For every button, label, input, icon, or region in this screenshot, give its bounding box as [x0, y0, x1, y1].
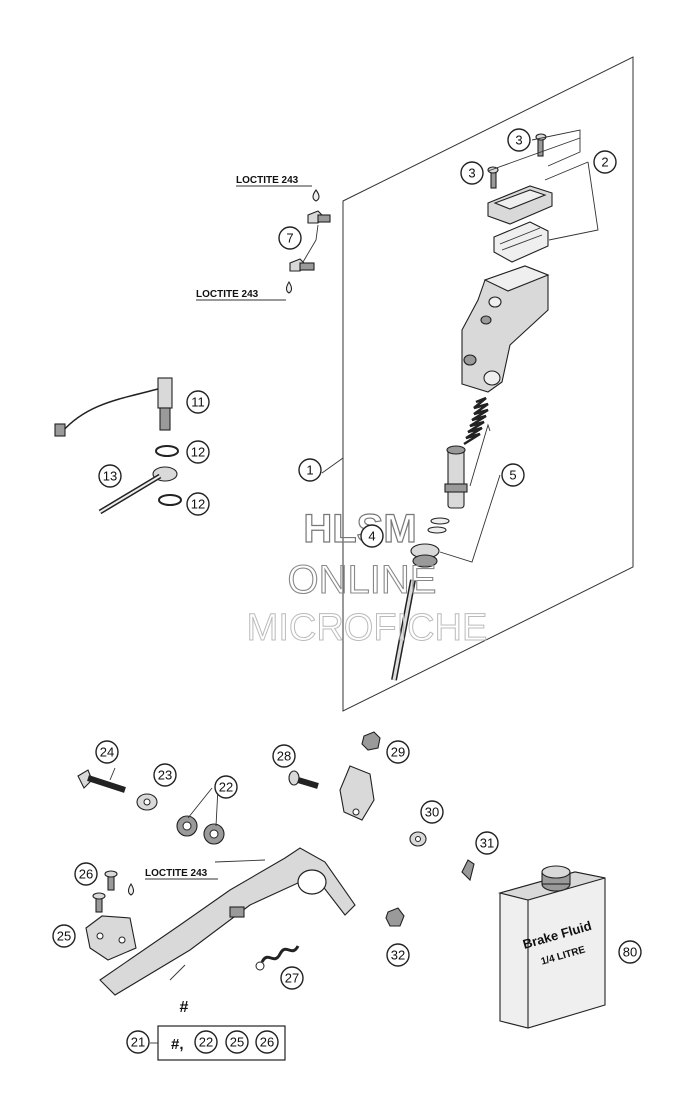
svg-text:30: 30	[425, 805, 439, 820]
callout-c31: 31	[475, 831, 499, 855]
piston-spring	[463, 396, 489, 446]
callout-c32: 32	[386, 943, 410, 967]
piston	[444, 445, 468, 509]
brake-pedal	[99, 847, 356, 996]
callout-c12a: 12	[186, 440, 210, 464]
loctite-drop-pedal	[127, 882, 135, 896]
svg-text:31: 31	[480, 836, 494, 851]
svg-text:24: 24	[100, 745, 114, 760]
svg-text:22: 22	[199, 1035, 213, 1050]
piston-seals	[427, 517, 450, 534]
pedal-nut	[385, 907, 405, 927]
washer-30	[409, 831, 427, 847]
watermark: HLSM ONLINE MICROFICHE	[246, 506, 488, 649]
banjo-fitting	[98, 466, 178, 515]
callout-c5: 5	[501, 463, 525, 487]
svg-text:1: 1	[306, 463, 313, 478]
svg-text:26: 26	[79, 867, 93, 882]
callout-c21: 21	[126, 1030, 150, 1054]
svg-text:22: 22	[219, 780, 233, 795]
svg-text:13: 13	[103, 469, 117, 484]
svg-text:80: 80	[623, 945, 637, 960]
reservoir-diaphragm	[493, 221, 549, 263]
svg-text:11: 11	[191, 395, 205, 410]
callout-c25b: 25	[225, 1030, 249, 1054]
svg-text:12: 12	[191, 497, 205, 512]
callout-c29: 29	[386, 740, 410, 764]
svg-text:25: 25	[230, 1035, 244, 1050]
callout-c3a: 3	[507, 128, 531, 152]
return-spring	[255, 945, 300, 971]
lock-nut	[361, 731, 381, 751]
bracket-bolts	[92, 870, 118, 913]
svg-text:29: 29	[391, 745, 405, 760]
brake-fluid-can	[497, 865, 606, 1029]
svg-text:3: 3	[468, 166, 475, 181]
pushrod	[391, 579, 416, 681]
sealing-ring-bottom	[158, 494, 182, 506]
loctite-label-top: LOCTITE 243	[236, 175, 299, 186]
spring-bracket	[85, 915, 137, 961]
callout-c26a: 26	[74, 862, 98, 886]
svg-text:3: 3	[515, 133, 522, 148]
sealing-ring-top	[155, 445, 179, 457]
master-cylinder-body	[461, 265, 550, 393]
svg-text:4: 4	[368, 529, 375, 544]
callout-c12b: 12	[186, 492, 210, 516]
washer-23	[136, 793, 158, 811]
svg-text:28: 28	[277, 749, 291, 764]
callout-c80: 80	[618, 940, 642, 964]
callout-c13: 13	[98, 464, 122, 488]
svg-text:25: 25	[57, 929, 71, 944]
callout-c24: 24	[95, 740, 119, 764]
callout-c26b: 26	[255, 1030, 279, 1054]
callout-c23: 23	[153, 763, 177, 787]
callout-c22b: 22	[194, 1030, 218, 1054]
callout-c22a: 22	[214, 775, 238, 799]
svg-text:2: 2	[601, 155, 608, 170]
watermark-line3: MICROFICHE	[247, 607, 488, 649]
reservoir-cap	[487, 185, 553, 225]
leader-lines	[109, 129, 599, 981]
callout-c30: 30	[420, 800, 444, 824]
callout-c11: 11	[186, 390, 210, 414]
callout-c3b: 3	[460, 161, 484, 185]
bolt-7-top	[307, 210, 331, 224]
clevis-pin	[288, 770, 319, 789]
callout-c7: 7	[278, 226, 302, 250]
svg-text:7: 7	[286, 231, 293, 246]
callout-c1: 1	[298, 458, 322, 482]
assembly-frame	[342, 56, 634, 712]
loctite-drop-bottom	[285, 280, 293, 294]
clevis	[339, 765, 375, 821]
callout-c25a: 25	[52, 924, 76, 948]
kit-note: #,	[171, 1036, 184, 1053]
svg-text:21: 21	[131, 1035, 145, 1050]
loctite-drop-top	[312, 189, 320, 202]
bolt-7-bottom	[289, 258, 315, 272]
svg-text:32: 32	[391, 948, 405, 963]
svg-text:12: 12	[191, 445, 205, 460]
pivot-bolt	[77, 769, 126, 793]
svg-text:5: 5	[509, 468, 516, 483]
loctite-label-middle: LOCTITE 243	[196, 289, 259, 300]
callout-c28: 28	[272, 744, 296, 768]
callout-c4: 4	[360, 524, 384, 548]
cotter-pin	[461, 859, 475, 882]
svg-text:23: 23	[158, 768, 172, 783]
svg-text:26: 26	[260, 1035, 274, 1050]
callout-c2: 2	[593, 150, 617, 174]
bushing-22b	[203, 823, 225, 845]
watermark-line2: ONLINE	[288, 558, 437, 602]
brake-light-switch	[54, 377, 173, 437]
callout-c27: 27	[280, 966, 304, 990]
pedal-mark: #	[180, 999, 189, 1016]
kit-bracket	[150, 1025, 286, 1061]
watermark-line1: HLSM	[303, 507, 416, 551]
bushing-22a	[176, 815, 198, 837]
loctite-label-pedal: LOCTITE 243	[145, 868, 208, 879]
svg-text:27: 27	[285, 971, 299, 986]
pushrod-boot	[410, 543, 440, 568]
